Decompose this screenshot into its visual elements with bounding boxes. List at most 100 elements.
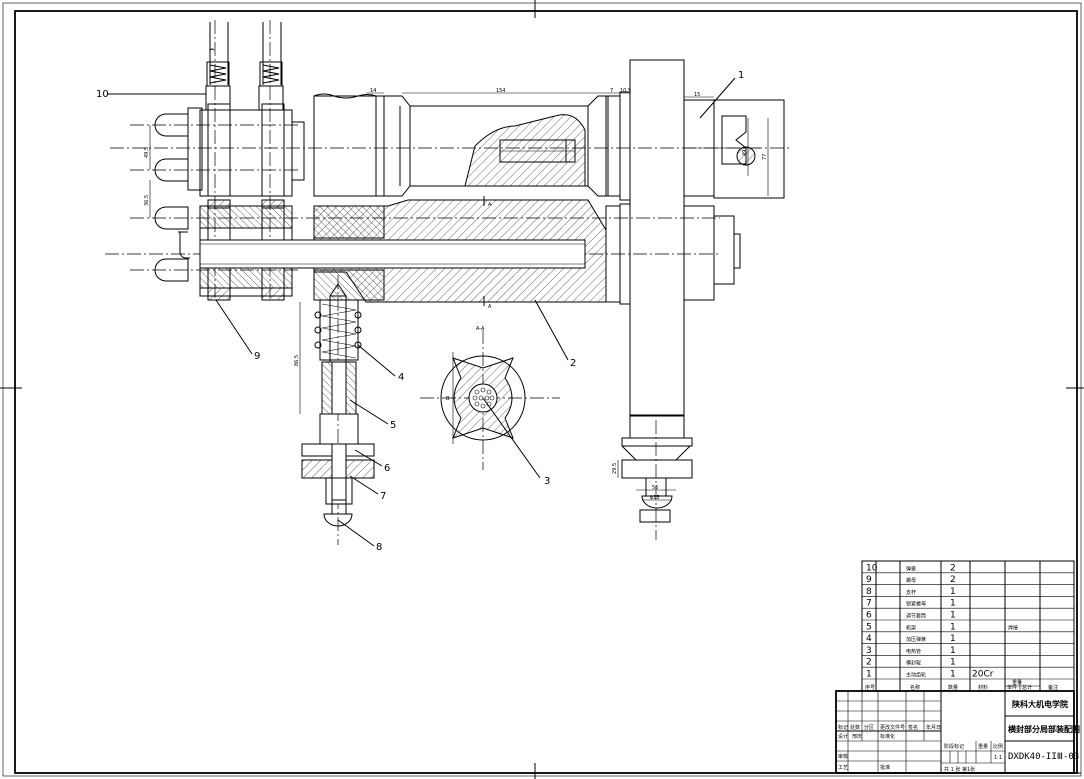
parts-header-weight: 重量: [1012, 679, 1022, 686]
callout-10: 10: [96, 89, 109, 100]
tb-label-change-doc: 更改文件号: [880, 724, 905, 731]
parts-row-6-no: 6: [866, 611, 872, 621]
dim-phi15: ϕ15: [650, 495, 660, 501]
parts-row-3-qty: 1: [950, 646, 956, 656]
tb-designer-name: 邢庆: [852, 733, 862, 740]
pressure-spring-assembly: [301, 283, 375, 527]
tb-drawing-no: DXDK40-IIⅢ-03: [1008, 752, 1079, 762]
title-block: 标记 处数 分区 更改文件号 签名 年月日 设计 邢庆 标准化 审核 工艺 批准…: [835, 690, 1080, 774]
parts-header-note: 备注: [1048, 684, 1058, 691]
parts-row-10-qty: 2: [950, 563, 956, 573]
tb-sheet: 共 1 张 第1张: [944, 766, 975, 773]
callout-3: 3: [544, 476, 550, 487]
callout-2: 2: [570, 358, 576, 369]
dim-7: 7: [610, 88, 613, 94]
parts-row-5-no: 5: [866, 622, 872, 632]
left-roller-ends: [154, 103, 305, 301]
parts-header-unit-weight: 单件: [1007, 684, 1017, 691]
parts-row-6-name: 调节套筒: [906, 613, 926, 620]
parts-header-no: 序号: [865, 684, 875, 691]
tb-label-count: 处数: [850, 724, 860, 731]
gear-assembly: [605, 59, 785, 523]
tb-scale: 比例: [993, 743, 1003, 750]
parts-row-1-qty: 1: [950, 670, 956, 680]
tb-process-label: 工艺: [838, 765, 848, 771]
parts-header-material: 材料: [978, 684, 988, 691]
dim-86-5: 86.5: [294, 355, 300, 366]
callout-6: 6: [384, 463, 390, 474]
parts-row-5-note: 焊接: [1008, 624, 1018, 631]
parts-row-7-no: 7: [866, 599, 872, 609]
tb-std-label: 标准化: [880, 733, 895, 740]
section-label-a-a: A-A: [476, 326, 485, 332]
section-b-label: B: [446, 396, 450, 402]
top-springs: [205, 22, 284, 111]
dim-56: 56: [652, 485, 658, 491]
cross-seal-roller: [199, 93, 609, 306]
dim-49-5: 49.5: [144, 147, 150, 158]
parts-row-3-name: 电热管: [906, 648, 921, 655]
dim-10-5: 10.5: [620, 88, 631, 94]
dim-29-5: 29.5: [612, 463, 618, 474]
tb-scale-value: 1:1: [994, 755, 1002, 761]
dimension-texts: 14 154 7 10.5 15 49 77 49.5 36.5 86.5 29…: [144, 88, 768, 501]
tb-review-label: 审核: [838, 753, 848, 760]
parts-row-2-name: 横封辊: [906, 660, 921, 667]
parts-row-7-name: 锁紧螺母: [906, 601, 926, 608]
dim-36-5: 36.5: [144, 195, 150, 206]
tb-approve-label: 批准: [880, 764, 890, 771]
callout-9: 9: [254, 351, 260, 362]
parts-row-10-no: 10: [866, 563, 878, 573]
callout-8: 8: [376, 542, 382, 553]
tb-school: 陕科大机电学院: [1012, 699, 1068, 709]
parts-list-table: 10 弹簧 2 9 螺母 2 8 支杆 1 7 锁紧螺母 1 6 调节套筒 1 5 机架 1 焊接 4 加压弹簧 1 3 电热…: [861, 560, 1075, 692]
callouts: 10 1 2 3 4 5 6 7 8 9 A-A A A B: [96, 70, 744, 553]
tb-label-sign: 签名: [908, 724, 918, 731]
parts-row-6-qty: 1: [950, 611, 956, 621]
parts-row-10-name: 弹簧: [906, 565, 916, 572]
leader-lines: [108, 77, 736, 547]
callout-5: 5: [390, 420, 396, 431]
dim-14: 14: [370, 88, 376, 94]
callout-4: 4: [398, 372, 404, 383]
section-mark-bottom: A: [488, 304, 492, 310]
parts-header-total-weight: 总计: [1022, 684, 1032, 691]
callout-1: 1: [738, 70, 744, 81]
parts-row-5-qty: 1: [950, 622, 956, 632]
parts-row-1-no: 1: [866, 670, 872, 680]
callout-7: 7: [380, 491, 386, 502]
parts-row-3-no: 3: [866, 646, 872, 656]
section-mark-top: A: [488, 202, 492, 208]
tb-design-label: 设计: [838, 733, 848, 740]
parts-row-9-no: 9: [866, 575, 872, 585]
dim-49: 49: [742, 150, 748, 156]
parts-row-9-name: 螺母: [906, 577, 916, 584]
parts-row-1-material: 20Cr: [972, 670, 994, 680]
parts-row-4-no: 4: [866, 634, 872, 644]
parts-row-8-no: 8: [866, 587, 872, 597]
tb-label-date: 年月日: [926, 724, 941, 731]
tb-stage-mark: 阶段标记: [944, 743, 964, 750]
parts-row-2-qty: 1: [950, 658, 956, 668]
parts-row-8-name: 支杆: [906, 589, 916, 596]
parts-header-name: 名称: [910, 684, 920, 691]
parts-header-qty: 数量: [948, 684, 958, 691]
tb-label-zone: 分区: [864, 724, 874, 731]
parts-row-5-name: 机架: [906, 624, 916, 631]
dim-154: 154: [496, 88, 506, 94]
parts-row-7-qty: 1: [950, 599, 956, 609]
parts-row-8-qty: 1: [950, 587, 956, 597]
parts-row-2-no: 2: [866, 658, 872, 668]
dim-15: 15: [694, 92, 700, 98]
tb-weight: 重量: [978, 743, 988, 750]
dim-77: 77: [762, 154, 768, 160]
parts-row-9-qty: 2: [950, 575, 956, 585]
parts-row-1-name: 主动齿轮: [906, 672, 926, 679]
tb-label-mark: 标记: [838, 724, 848, 731]
parts-row-4-qty: 1: [950, 634, 956, 644]
parts-row-4-name: 加压弹簧: [906, 636, 926, 643]
tb-drawing-title: 横封部分局部装配图: [1008, 724, 1080, 734]
dimension-lines: [149, 92, 769, 501]
